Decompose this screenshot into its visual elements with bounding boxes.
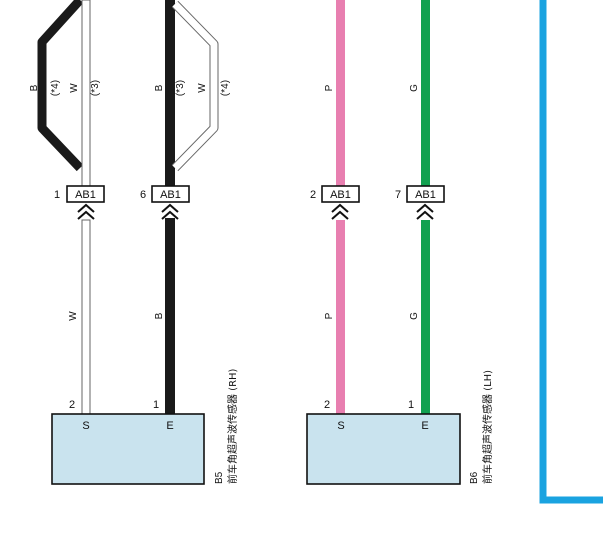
sensor-pin-label: S [337,420,344,432]
sensor-pin-label: S [82,420,89,432]
connector-ab1-col3: AB1 2 [310,185,360,220]
sensor-name: 前车角超声波传感器 (RH) [226,368,239,484]
wire-note: (*3) [90,80,101,96]
connector-arrow-icon [77,203,95,220]
sensor-pin-number: 2 [324,399,330,411]
wire-col4-green-upper [421,0,430,186]
blue-harness-border [539,0,603,504]
wire-label: W [69,83,80,93]
sensor-pin-number: 1 [408,399,414,411]
wire-label: P [324,84,335,91]
wire-note: (*3) [175,80,186,96]
wire-note: (*4) [50,80,61,96]
connector-pin-number: 2 [310,189,316,201]
wire-label: W [197,83,208,93]
wire-col3-pink-upper [336,0,345,186]
wire-label: W [68,311,79,321]
connector-code: AB1 [160,189,181,201]
connector-code: AB1 [415,189,436,201]
connector-ab1-col2: AB1 6 [140,185,190,220]
sensor-pin-number: 2 [69,399,75,411]
connector-ab1-col4: AB1 7 [395,185,445,220]
sensor-b5: 2 1 S E B5 前车角超声波传感器 (RH) [51,368,239,485]
connector-ab1-col1: AB1 1 [54,185,105,220]
sensor-name: 前车角超声波传感器 (LH) [481,370,494,484]
wire-label: G [409,312,420,320]
connector-pin-number: 6 [140,189,146,201]
sensor-pin-number: 1 [153,399,159,411]
sensor-code: B5 [214,471,225,484]
wire-label: P [324,312,335,319]
wire-label: B [29,84,40,91]
connector-code: AB1 [330,189,351,201]
connector-arrow-icon [161,203,179,220]
connector-pin-number: 7 [395,189,401,201]
sensor-pin-label: E [421,420,428,432]
connector-pin-number: 1 [54,189,60,201]
connector-arrow-icon [416,203,434,220]
wire-label: B [154,84,165,91]
sensor-code: B6 [469,471,480,484]
sensor-pin-label: E [166,420,173,432]
wire-col3-pink-lower [336,220,345,414]
wire-col2-white-branch-inner [172,1,218,171]
wire-col1-white-upper [81,0,91,187]
wire-col2-black-upper [165,0,175,186]
wire-col4-green-lower [421,220,430,414]
wire-label: B [154,312,165,319]
wire-col1-white-lower [81,219,91,415]
wire-col1-black-branch [37,0,84,172]
wire-note: (*4) [220,80,231,96]
sensor-b6: 2 1 S E B6 前车角超声波传感器 (LH) [306,370,494,485]
connector-code: AB1 [75,189,96,201]
connector-arrow-icon [331,203,349,220]
wire-label: G [409,84,420,92]
wire-col2-black-lower [165,218,175,414]
